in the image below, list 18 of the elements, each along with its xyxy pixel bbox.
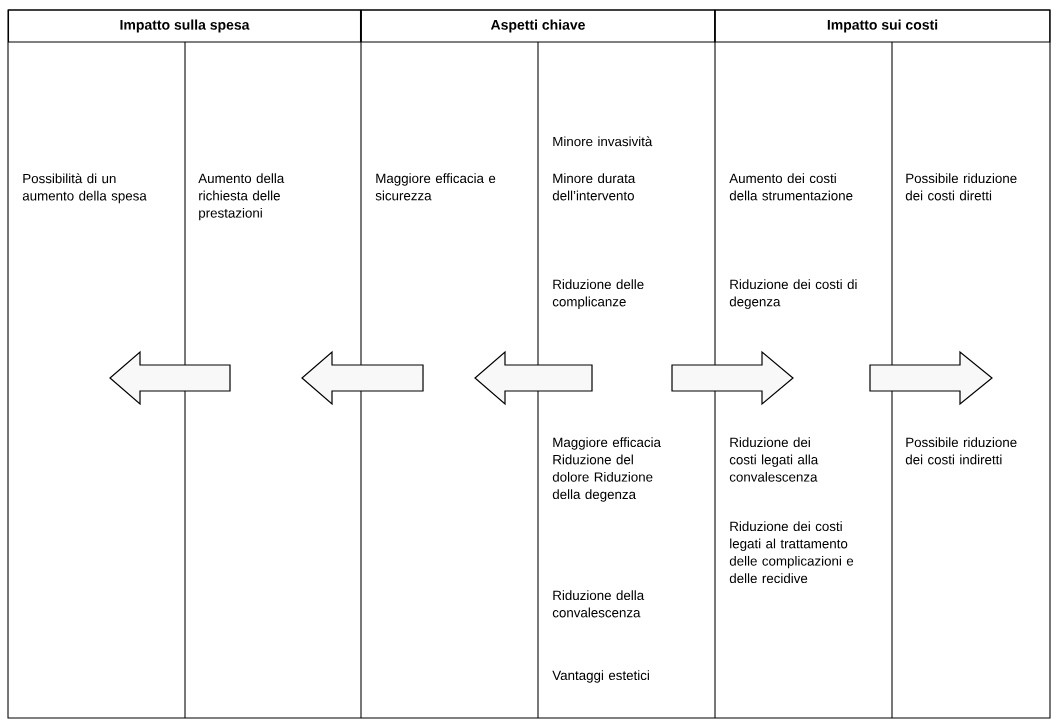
column-text: Riduzione dei costi legati alla convalescenza	[729, 437, 819, 482]
column-text: Maggiore efficacia e sicurezza	[375, 173, 496, 201]
column-text: Riduzione dei costi di degenza	[729, 279, 857, 309]
column-text: Maggiore efficacia Riduzione del dolore Riduzione della degenza	[552, 437, 661, 502]
column-text: Possibilità di un aumento della spesa	[22, 173, 147, 204]
header-cell: Aspetti chiave	[360, 9, 716, 43]
header-cell: Impatto sulla spesa	[7, 9, 362, 43]
column-text: Vantaggi estetici	[552, 670, 649, 683]
column-text: Minore invasività	[553, 136, 653, 147]
column-text: Possibile riduzione dei costi indiretti	[905, 437, 1017, 465]
column-text: Aumento della richiesta delle prestazioni	[198, 173, 285, 221]
header-cell: Impatto sui costi	[714, 9, 1051, 43]
column-text: Riduzione delle complicanze	[552, 279, 644, 309]
column-text: Minore durata dell’intervento	[552, 173, 636, 201]
column-text: Riduzione della convalescenza	[552, 590, 645, 618]
column-text: Riduzione dei costi legati al trattamento delle complicazioni e delle recidive	[729, 521, 854, 584]
column-text: Possibile riduzione dei costi diretti	[905, 173, 1017, 201]
column-text: Aumento dei costi della strumentazione	[729, 173, 853, 201]
